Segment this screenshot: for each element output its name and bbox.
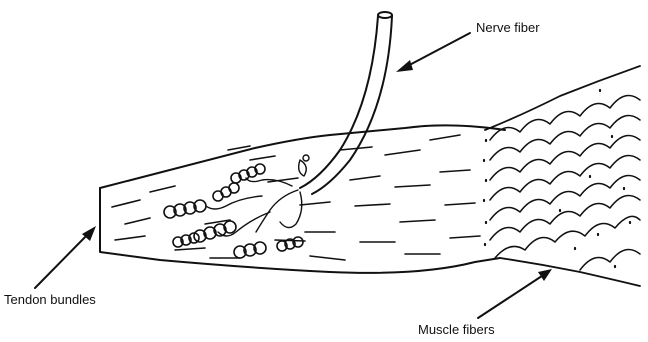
muscle-fibers <box>484 66 640 286</box>
arrow-muscle-fibers <box>478 269 552 318</box>
tendon-outline <box>100 125 505 272</box>
tendon-fiber-lines <box>112 135 480 260</box>
arrow-nerve-fiber <box>396 33 470 72</box>
spiral-coils <box>164 164 303 258</box>
label-tendon-bundles: Tendon bundles <box>4 292 96 307</box>
label-nerve-fiber: Nerve fiber <box>476 20 540 35</box>
arrow-tendon-bundles <box>35 226 96 288</box>
muscle-fiber-scallops <box>490 96 640 271</box>
nerve-fiber <box>300 12 392 194</box>
label-muscle-fibers: Muscle fibers <box>418 322 495 337</box>
